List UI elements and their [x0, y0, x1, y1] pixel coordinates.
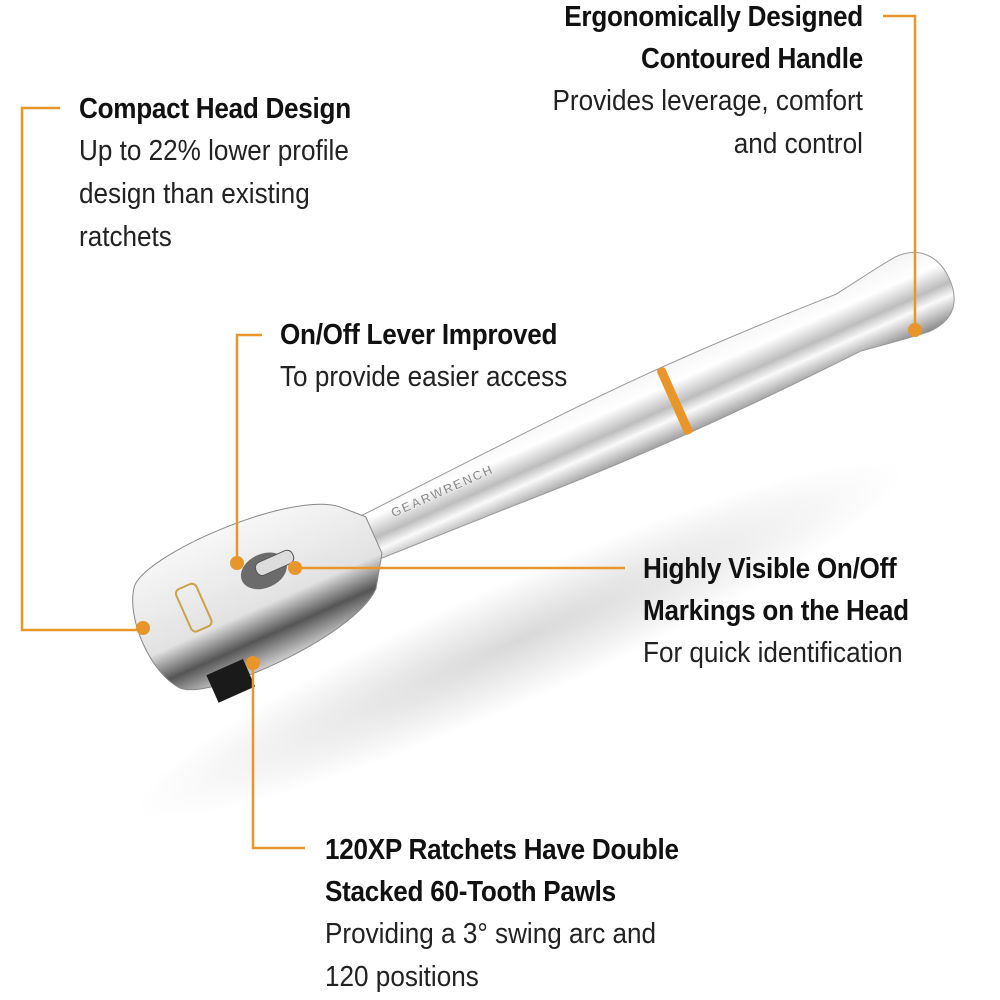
callout-title: Highly Visible On/Off: [643, 553, 897, 585]
callout-title: Markings on the Head: [643, 595, 909, 627]
callout-desc-line: ratchets: [79, 221, 172, 253]
handle-orange-band: [657, 367, 693, 435]
callout-ergonomic-handle: Ergonomically Designed Contoured Handle …: [518, 0, 864, 166]
callout-desc-line: 120 positions: [325, 961, 479, 993]
callout-on-off-lever: On/Off Lever Improved To provide easier …: [280, 314, 599, 399]
callout-desc-line: Provides leverage, comfort: [552, 85, 863, 117]
callout-title: 120XP Ratchets Have Double: [325, 834, 679, 866]
callout-title: Compact Head Design: [79, 93, 351, 125]
callout-compact-head: Compact Head Design Up to 22% lower prof…: [79, 88, 381, 259]
callout-title: Ergonomically Designed: [564, 1, 863, 33]
callout-desc-line: To provide easier access: [280, 361, 568, 393]
callout-desc-line: design than existing: [79, 178, 310, 210]
callout-double-stacked-pawls: 120XP Ratchets Have Double Stacked 60-To…: [325, 829, 718, 999]
wrench-head: [132, 503, 383, 703]
callout-desc-line: and control: [733, 128, 863, 160]
callout-desc-line: For quick identification: [643, 637, 903, 669]
callout-title: Contoured Handle: [641, 43, 863, 75]
callout-on-off-markings: Highly Visible On/Off Markings on the He…: [643, 548, 938, 675]
callout-desc-line: Providing a 3° swing arc and: [325, 918, 657, 950]
callout-dots: [136, 323, 922, 670]
callout-title: On/Off Lever Improved: [280, 319, 558, 351]
callout-title: Stacked 60-Tooth Pawls: [325, 876, 616, 908]
callout-lines: [20, 14, 917, 850]
callout-desc-line: Up to 22% lower profile: [79, 135, 349, 167]
